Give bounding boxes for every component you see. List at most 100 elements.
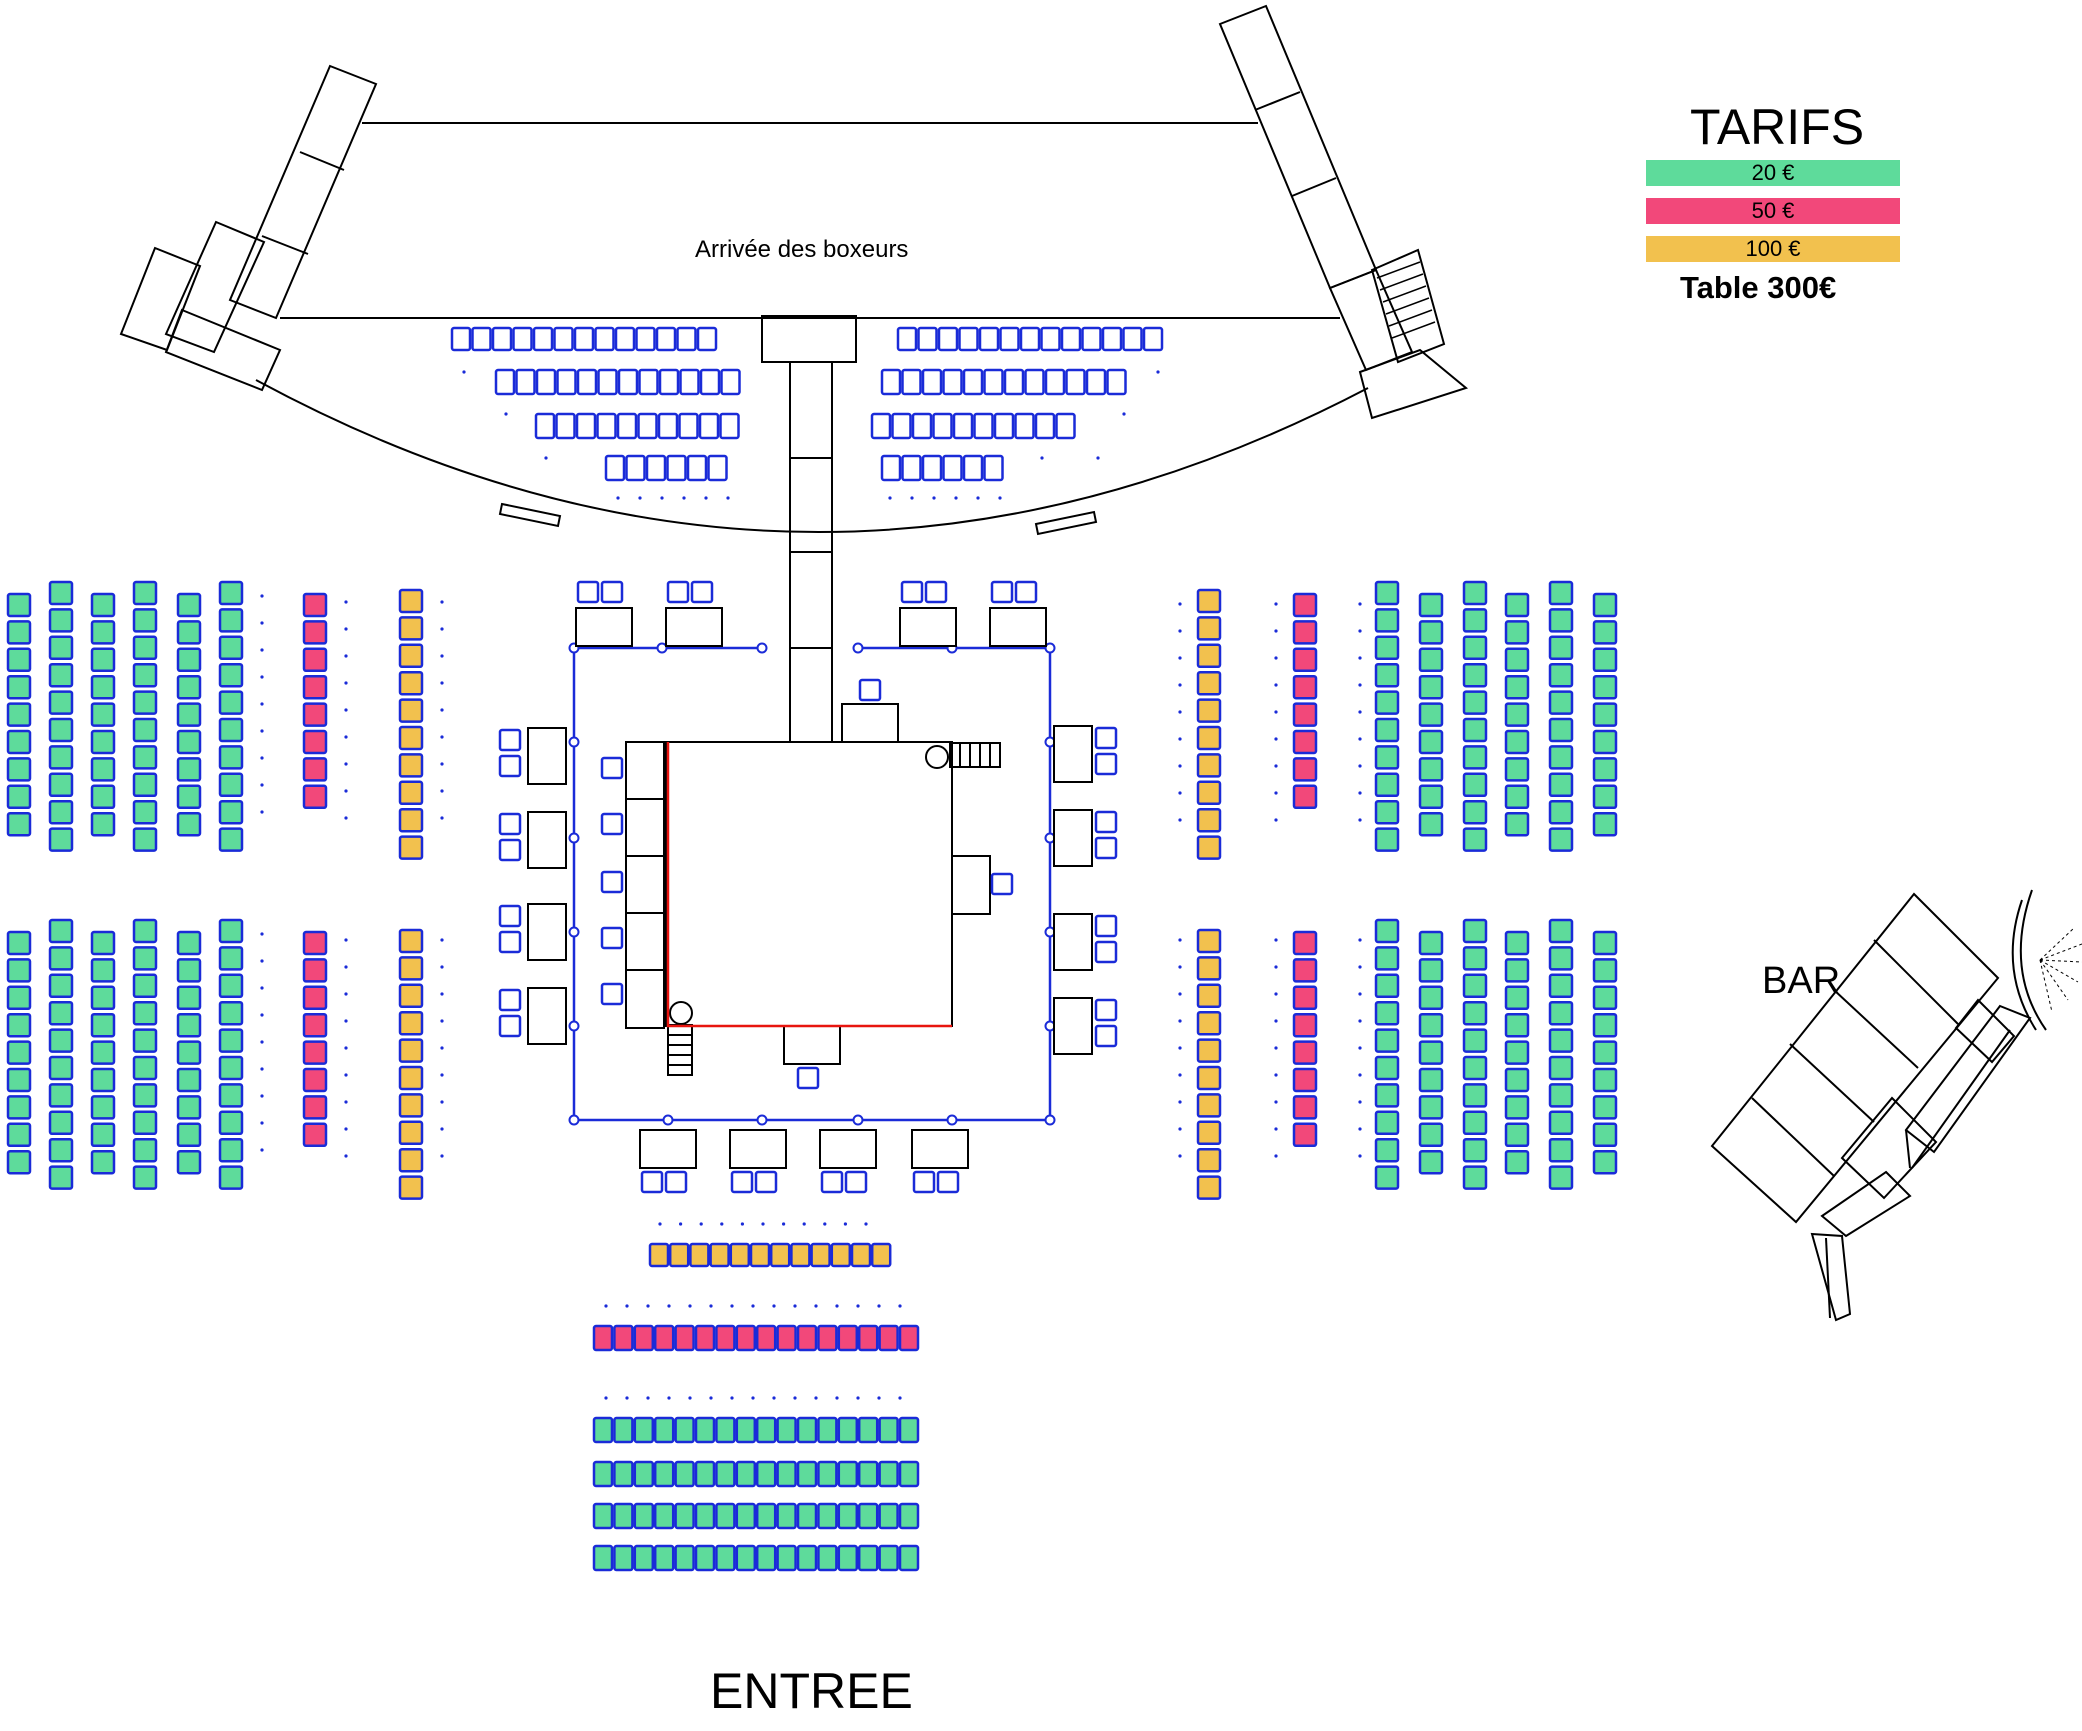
seat-20[interactable] xyxy=(6,1067,32,1093)
seat-20[interactable] xyxy=(1374,1110,1400,1136)
seat-20[interactable] xyxy=(132,1165,158,1190)
stand-seat[interactable] xyxy=(707,454,728,482)
vip-chair[interactable] xyxy=(858,678,882,702)
seat-100[interactable] xyxy=(398,698,424,723)
seat-20[interactable] xyxy=(218,946,244,971)
seat-20[interactable] xyxy=(176,674,202,700)
vip-chair[interactable] xyxy=(1014,580,1038,604)
seat-20[interactable] xyxy=(48,1110,74,1136)
seat-20[interactable] xyxy=(755,1502,777,1530)
seat-20[interactable] xyxy=(796,1460,818,1488)
seat-20[interactable] xyxy=(1548,690,1574,715)
seat-20[interactable] xyxy=(1374,1055,1400,1081)
seat-20[interactable] xyxy=(1592,702,1618,727)
stand-seat[interactable] xyxy=(1044,368,1066,396)
stand-seat[interactable] xyxy=(573,326,595,352)
stand-seat[interactable] xyxy=(556,368,577,396)
stand-seat[interactable] xyxy=(720,368,741,396)
vip-chair[interactable] xyxy=(1094,752,1118,776)
seat-50[interactable] xyxy=(1292,958,1318,983)
vip-chair[interactable] xyxy=(900,580,924,604)
stand-seat[interactable] xyxy=(917,326,938,352)
stand-seat[interactable] xyxy=(962,368,984,396)
seat-20[interactable] xyxy=(674,1502,695,1530)
stand-seat[interactable] xyxy=(1101,326,1123,352)
seat-20[interactable] xyxy=(653,1544,675,1572)
seat-20[interactable] xyxy=(1548,1165,1574,1190)
seat-20[interactable] xyxy=(1374,946,1400,971)
seat-20[interactable] xyxy=(6,757,32,782)
seat-20[interactable] xyxy=(817,1460,838,1488)
seat-100[interactable] xyxy=(398,670,424,696)
seat-20[interactable] xyxy=(90,1012,116,1038)
seat-20[interactable] xyxy=(694,1502,716,1530)
seat-20[interactable] xyxy=(90,647,116,673)
seat-20[interactable] xyxy=(1592,620,1618,645)
stand-seat[interactable] xyxy=(491,326,513,352)
seat-100[interactable] xyxy=(1196,1093,1222,1118)
seat-20[interactable] xyxy=(132,608,158,633)
seat-20[interactable] xyxy=(218,1137,244,1163)
seat-20[interactable] xyxy=(48,690,74,715)
vip-chair[interactable] xyxy=(498,904,522,928)
stand-seat[interactable] xyxy=(1081,326,1102,352)
seat-20[interactable] xyxy=(1418,729,1444,755)
stand-seat[interactable] xyxy=(978,326,1000,352)
seat-20[interactable] xyxy=(776,1544,797,1572)
vip-chair[interactable] xyxy=(1094,914,1118,938)
seat-100[interactable] xyxy=(398,835,424,860)
seat-20[interactable] xyxy=(6,784,32,810)
seat-50[interactable] xyxy=(755,1324,777,1352)
seat-20[interactable] xyxy=(6,811,32,837)
seat-100[interactable] xyxy=(1196,753,1222,778)
vip-chair[interactable] xyxy=(796,1066,820,1090)
seat-20[interactable] xyxy=(218,662,244,688)
seat-100[interactable] xyxy=(1196,835,1222,860)
stand-seat[interactable] xyxy=(1142,326,1164,352)
seat-20[interactable] xyxy=(176,757,202,782)
seat-20[interactable] xyxy=(176,1095,202,1120)
vip-table[interactable] xyxy=(527,727,567,785)
seat-50[interactable] xyxy=(817,1324,838,1352)
seat-50[interactable] xyxy=(302,1067,328,1093)
seat-20[interactable] xyxy=(837,1460,859,1488)
seat-20[interactable] xyxy=(1592,1122,1618,1148)
seat-20[interactable] xyxy=(218,745,244,770)
seat-20[interactable] xyxy=(176,784,202,810)
seat-50[interactable] xyxy=(302,1122,328,1148)
seat-20[interactable] xyxy=(6,1149,32,1175)
seat-20[interactable] xyxy=(48,635,74,661)
vip-table[interactable] xyxy=(527,987,567,1045)
seat-100[interactable] xyxy=(709,1242,730,1268)
stand-seat[interactable] xyxy=(958,326,979,352)
vip-table[interactable] xyxy=(819,1129,877,1169)
vip-table[interactable] xyxy=(665,607,723,647)
vip-chair[interactable] xyxy=(1094,726,1118,750)
seat-20[interactable] xyxy=(898,1460,920,1488)
vip-chair[interactable] xyxy=(1094,810,1118,834)
seat-20[interactable] xyxy=(633,1502,655,1530)
vip-table[interactable] xyxy=(729,1129,787,1169)
seat-20[interactable] xyxy=(48,580,74,606)
stand-seat[interactable] xyxy=(679,368,700,396)
seat-20[interactable] xyxy=(1418,811,1444,837)
seat-20[interactable] xyxy=(1504,811,1530,837)
seat-20[interactable] xyxy=(132,580,158,606)
stand-seat[interactable] xyxy=(597,368,618,396)
seat-20[interactable] xyxy=(218,1055,244,1081)
seat-20[interactable] xyxy=(218,608,244,633)
seat-20[interactable] xyxy=(90,811,116,837)
vip-chair[interactable] xyxy=(730,1170,754,1194)
seat-20[interactable] xyxy=(1504,1122,1530,1148)
seat-20[interactable] xyxy=(1462,1165,1488,1190)
vip-table[interactable] xyxy=(1053,913,1093,971)
seat-20[interactable] xyxy=(653,1460,675,1488)
vip-chair[interactable] xyxy=(844,1170,868,1194)
seat-20[interactable] xyxy=(592,1502,614,1530)
seat-20[interactable] xyxy=(1418,647,1444,673)
seat-20[interactable] xyxy=(1418,1040,1444,1065)
seat-100[interactable] xyxy=(398,807,424,833)
seat-20[interactable] xyxy=(1548,1137,1574,1163)
seat-20[interactable] xyxy=(176,702,202,727)
seat-20[interactable] xyxy=(90,1040,116,1065)
